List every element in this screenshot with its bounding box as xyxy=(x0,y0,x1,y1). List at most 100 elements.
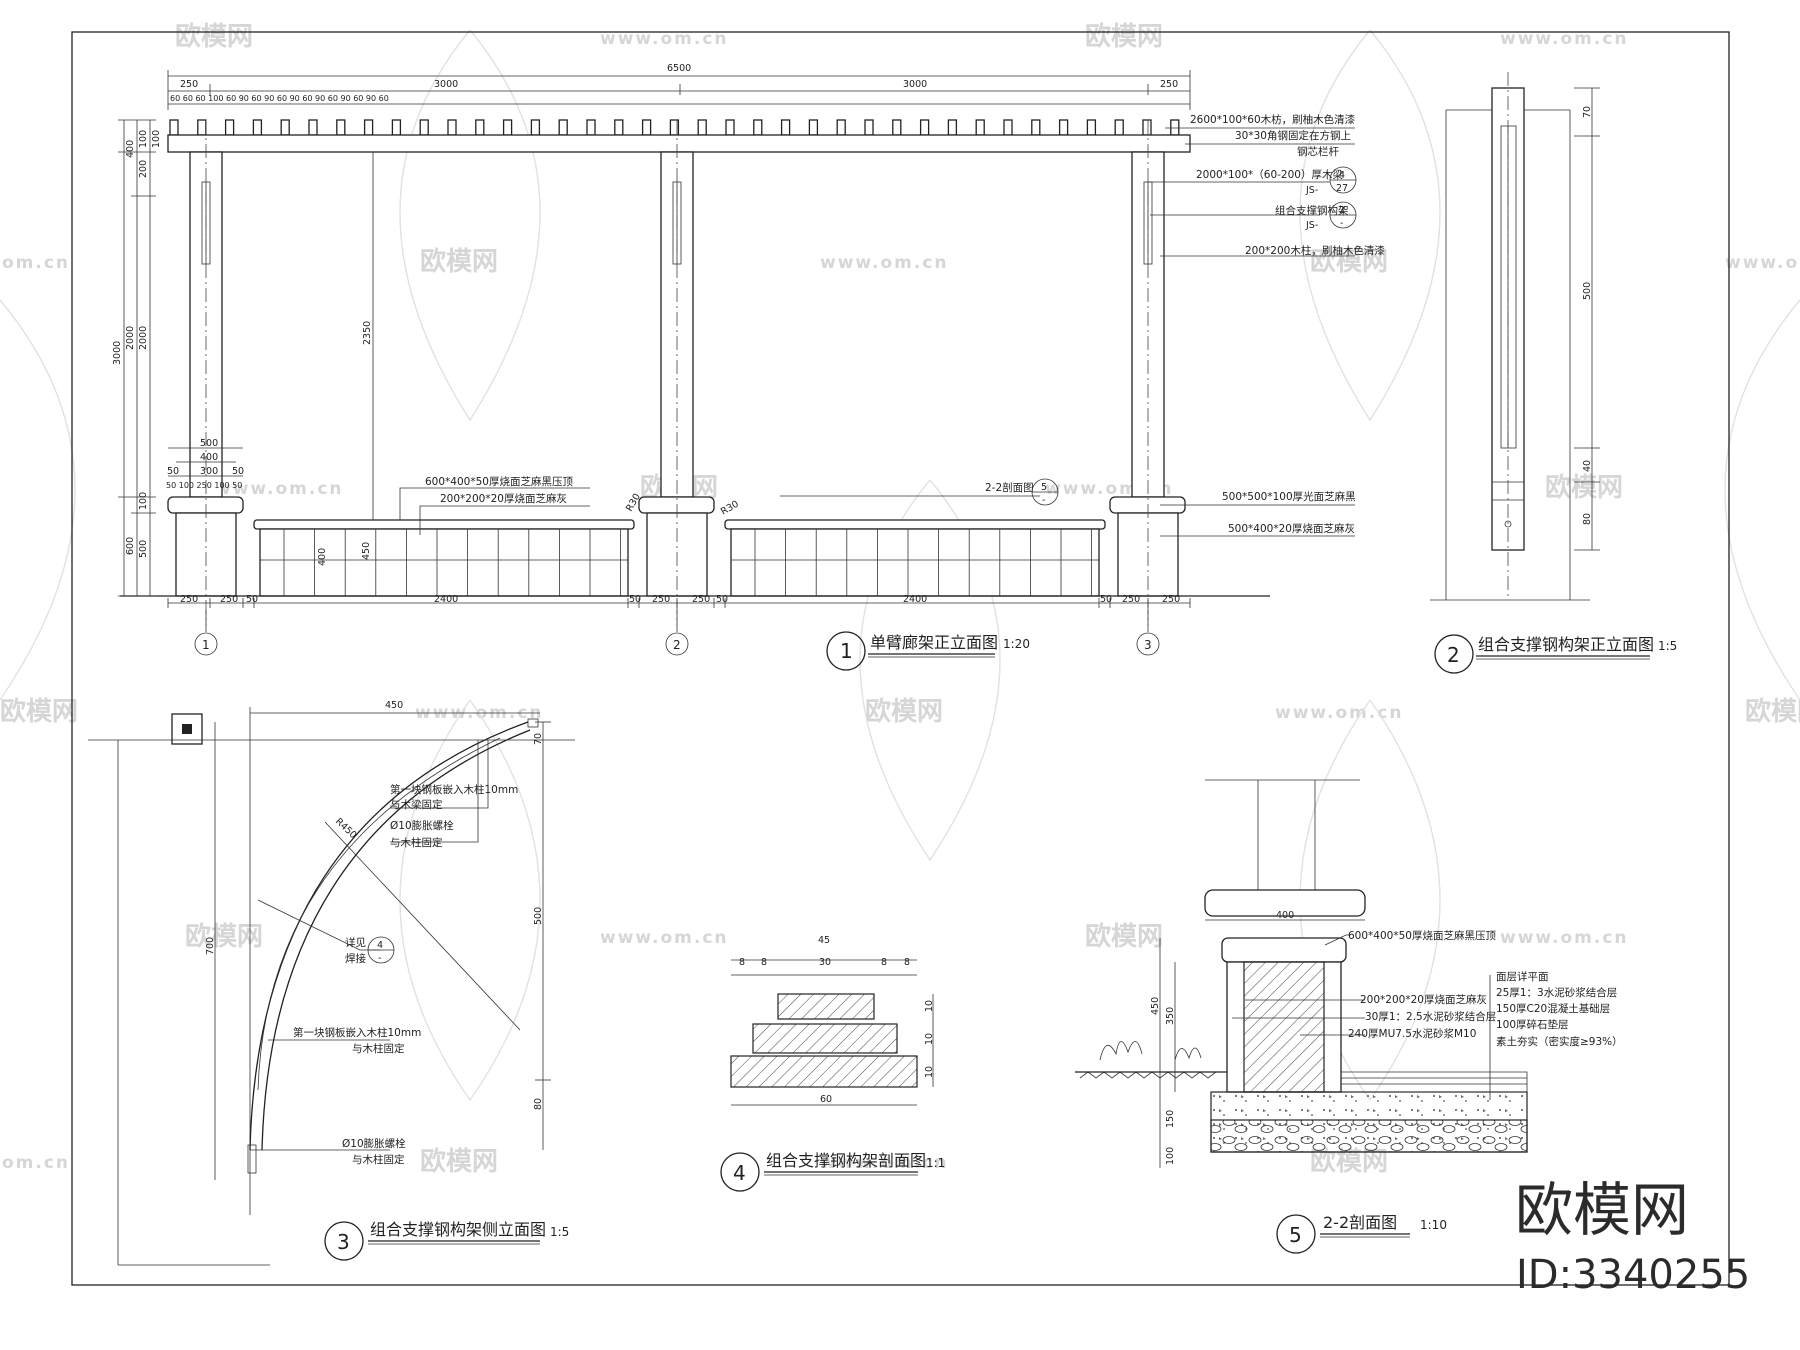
dim-bottom: 250 xyxy=(220,594,238,605)
view-number: 5 xyxy=(1289,1223,1302,1247)
note: 与木梁固定 xyxy=(390,798,443,811)
bracket-arc-inner xyxy=(261,729,531,1151)
dim-right-mid: 500 xyxy=(533,907,544,925)
dim: 8 xyxy=(739,957,745,968)
dim-left-100c: 100 xyxy=(138,492,149,510)
dim-top: 450 xyxy=(385,700,403,711)
bench-body-right xyxy=(730,528,1100,597)
dim-left-3000: 3000 xyxy=(112,341,123,365)
watermark-brand: 欧模网 xyxy=(1085,921,1163,952)
watermark-url: www.om.cn xyxy=(215,479,344,499)
joist xyxy=(1031,119,1041,136)
watermark-brand: 欧模网 xyxy=(420,1146,498,1177)
view-scale: 1:5 xyxy=(1658,639,1677,653)
main-beam xyxy=(167,134,1191,153)
dim-top-mid2: 3000 xyxy=(903,79,927,90)
joist xyxy=(808,119,819,136)
dim: 8 xyxy=(904,957,910,968)
sheet-border xyxy=(71,31,1730,1286)
note: 与木柱固定 xyxy=(352,1153,405,1166)
column-cap-2 xyxy=(638,496,715,514)
view-scale: 1:20 xyxy=(1003,637,1030,651)
joist xyxy=(308,119,318,136)
dim-left-2000a: 2000 xyxy=(125,326,136,350)
joist xyxy=(475,119,485,136)
joist xyxy=(725,119,735,136)
dim: 8 xyxy=(881,957,887,968)
axis-label: 2 xyxy=(673,638,681,652)
joist xyxy=(447,119,457,136)
view-title: 2-2剖面图 xyxy=(1323,1213,1397,1232)
layer-note: 150厚C20混凝土基础层 xyxy=(1496,1002,1610,1015)
dim-left-100a: 100 xyxy=(138,130,149,148)
dim-left-400: 400 xyxy=(125,140,136,158)
dim: 10 xyxy=(924,1033,935,1045)
dim-left-2000b: 2000 xyxy=(138,326,149,350)
brand-id: ID:3340255 xyxy=(1516,1252,1750,1298)
bench-tiles xyxy=(260,529,1099,596)
note: Ø10膨胀螺栓 xyxy=(342,1137,406,1150)
dim: 10 xyxy=(924,1000,935,1012)
note-timber-column: 200*200木柱，刷柚木色清漆 xyxy=(1245,244,1385,257)
joist xyxy=(169,119,179,136)
joist xyxy=(502,119,513,136)
view-number: 2 xyxy=(1447,643,1460,667)
watermark-url: www.om.cn xyxy=(600,928,729,948)
note: Ø10膨胀螺栓 xyxy=(390,819,454,832)
bracket-side-view: 450 70 500 80 700 R450 第一块钢板嵌入木柱10mm 与木梁… xyxy=(88,700,575,1266)
dim-400: 400 xyxy=(317,548,328,566)
axis-bubbles: 1 2 3 xyxy=(194,610,1160,656)
dim-bottom: 50 xyxy=(629,594,641,605)
dim-left-200: 200 xyxy=(138,160,149,178)
layer-note: 25厚1：3水泥砂浆结合层 xyxy=(1496,986,1617,999)
dim: 70 xyxy=(1582,106,1593,118)
joist xyxy=(197,119,207,136)
svg-text:JS-: JS- xyxy=(1305,185,1318,196)
dim-bottom: 250 xyxy=(1122,594,1140,605)
joist xyxy=(224,119,235,136)
dim-total-width: 6500 xyxy=(667,63,691,74)
joist xyxy=(1058,119,1069,136)
dim: 80 xyxy=(1582,513,1593,525)
dim: 60 xyxy=(820,1094,832,1105)
dim-bottom: 2400 xyxy=(903,594,927,605)
joist xyxy=(836,119,846,136)
joist xyxy=(1170,119,1180,136)
radius-label: R30 xyxy=(719,499,741,518)
note: 与木柱固定 xyxy=(390,836,443,849)
joist xyxy=(363,119,374,136)
joist xyxy=(391,119,402,136)
dim: 10 xyxy=(924,1066,935,1078)
ref-top: 4 xyxy=(377,940,383,951)
dim-bottom: 50 xyxy=(246,594,258,605)
joist xyxy=(892,119,902,136)
joist xyxy=(780,119,791,136)
note-timber-beam: 2000*100*（60-200）厚木梁 xyxy=(1196,168,1343,181)
joist xyxy=(947,119,958,136)
dim-2350: 2350 xyxy=(362,321,373,345)
view-scale: 1:10 xyxy=(1420,1218,1447,1232)
dim-col-500: 500 xyxy=(200,438,218,449)
view-scale: 1:5 xyxy=(550,1225,569,1239)
joist xyxy=(419,119,429,136)
watermark-brand: 欧模网 xyxy=(0,696,78,727)
note-steel-rail: 钢芯栏杆 xyxy=(1297,145,1339,158)
note: 600*400*50厚烧面芝麻黑压顶 xyxy=(1348,929,1496,942)
watermark-url: www.om.cn xyxy=(820,253,949,273)
bottom-dimension-chain: 250 250 50 2400 50 250 250 50 2400 50 25… xyxy=(180,594,1180,605)
bench-cap-left xyxy=(253,519,635,530)
layer-note: 100厚碎石垫层 xyxy=(1496,1018,1569,1031)
view-title: 单臂廊架正立面图 xyxy=(870,633,998,652)
joist xyxy=(530,119,541,136)
joist xyxy=(252,119,263,136)
view-title: 组合支撑钢构架正立面图 xyxy=(1478,635,1654,654)
note: 详见 xyxy=(345,936,366,949)
dim: 30 xyxy=(819,957,831,968)
watermark-brand: 欧模网 xyxy=(175,21,253,52)
view-number: 4 xyxy=(733,1161,746,1185)
dim-left-100b: 100 xyxy=(151,130,162,148)
dim-bottom: 250 xyxy=(180,594,198,605)
dim: 8 xyxy=(761,957,767,968)
note: 200*200*20厚烧面芝麻灰 xyxy=(1360,993,1487,1006)
joist xyxy=(336,119,346,136)
